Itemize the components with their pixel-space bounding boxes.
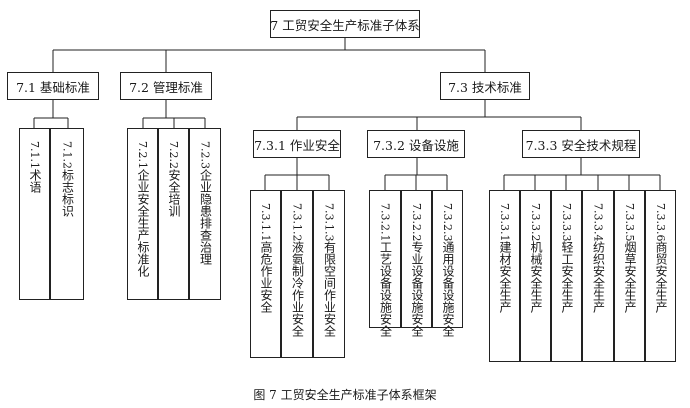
leaf-text: 建材安全生产 [498,241,512,314]
node-basic-standards: 7.1 基础标准 [7,72,99,100]
leaf-num: 7.3.3.2 [529,203,542,242]
node-equipment: 7.3.2 设备设施 [367,130,465,158]
leaf-num: 7.3.3.3 [560,203,573,242]
node-label: 7.3 技术标准 [448,79,522,95]
leaf-text: 企业隐患排查治理 [198,169,213,265]
leaf-num: 7.3.3.4 [591,203,605,242]
node-label: 7.3.1 作业安全 [254,137,340,153]
leaf-text: 专业设备设施安全 [410,241,424,338]
leaf-text: 有限空间作业安全 [322,241,337,338]
leaf-num: 7.2.3 [198,141,212,169]
leaf-text: 标志标识 [60,169,75,217]
leaf-num: 7.2.2 [167,141,180,169]
leaf-text: 烟草安全生产 [623,241,637,314]
leaf-num: 7.3.2.3 [441,203,454,242]
leaf-text: 纺织安全生产 [591,241,606,314]
leaf-num: 7.1.2 [60,141,74,169]
leaf-text: 术语 [28,169,42,193]
leaf-text: 工艺设备设施安全 [378,241,393,338]
node-technical-standards: 7.3 技术标准 [440,72,530,100]
node-label: 7.2 管理标准 [129,79,203,95]
leaf-num: 7.3.1.1 [259,203,272,242]
leaf-text: 轻工安全生产 [560,241,574,314]
root-label: 7 工贸安全生产标准子体系 [270,17,420,33]
leaf-num: 7.3.2.1 [378,203,392,242]
leaf-num: 7.3.2.2 [410,203,423,242]
node-label: 7.3.3 安全技术规程 [525,137,637,153]
leaf-text: 商贸安全生产 [654,241,668,314]
leaf-num: 7.3.3.5 [623,203,636,242]
node-label: 7.1 基础标准 [16,79,90,95]
leaf-num: 7.1.1 [28,141,41,169]
root-node: 7 工贸安全生产标准子体系 [270,10,420,38]
node-label: 7.3.2 设备设施 [373,137,459,153]
node-work-safety: 7.3.1 作业安全 [253,130,341,158]
node-technical-regulations: 7.3.3 安全技术规程 [522,130,640,158]
leaf-num: 7.3.3.1 [498,203,511,242]
node-management-standards: 7.2 管理标准 [120,72,212,100]
leaf-num: 7.3.1.3 [322,203,336,242]
leaf-text: 机械安全生产 [529,241,543,314]
leaf-text: 高危作业安全 [259,241,273,314]
leaf-text: 通用设备设施安全 [441,241,455,338]
leaf-num: 7.3.3.6 [654,203,667,242]
leaf-num: 7.3.1.2 [290,203,304,242]
leaf-text: 安全培训 [167,169,181,217]
leaf-text: 液氨制冷作业安全 [290,241,305,338]
leaf-text: 企业安全生产标准化 [136,169,150,277]
leaf-num: 7.2.1 [136,141,149,169]
figure-caption: 图 7 工贸安全生产标准子体系框架 [253,388,437,402]
